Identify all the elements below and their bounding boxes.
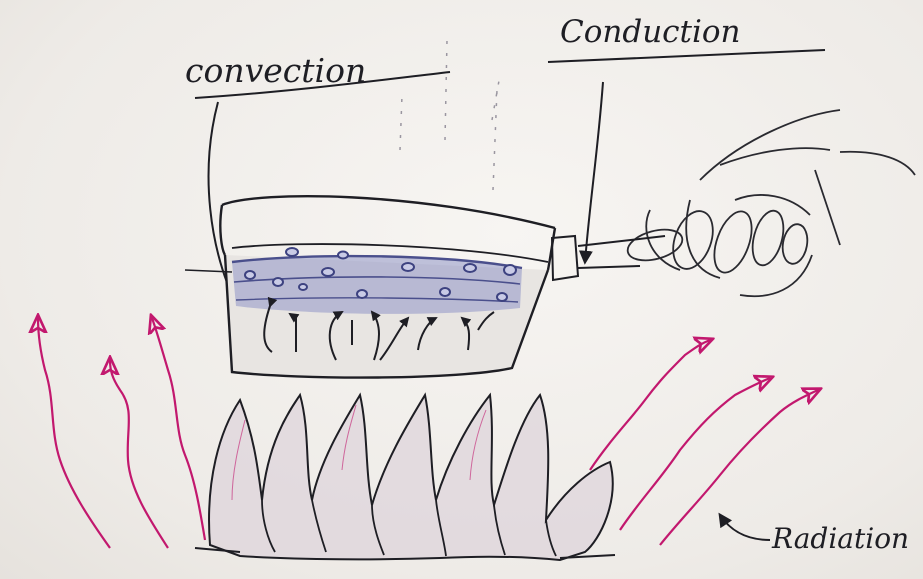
steam-dotted-lines xyxy=(400,40,500,190)
hand-drawing xyxy=(624,110,915,296)
radiation-label: Radiation xyxy=(771,522,909,555)
conduction-label: Conduction xyxy=(560,14,741,50)
radiation-pointer-arrow xyxy=(720,515,770,540)
flame-drawing xyxy=(195,395,615,560)
conduction-underline xyxy=(548,50,825,62)
conduction-pointer-arrow xyxy=(585,82,603,262)
pan-handle xyxy=(552,236,665,280)
